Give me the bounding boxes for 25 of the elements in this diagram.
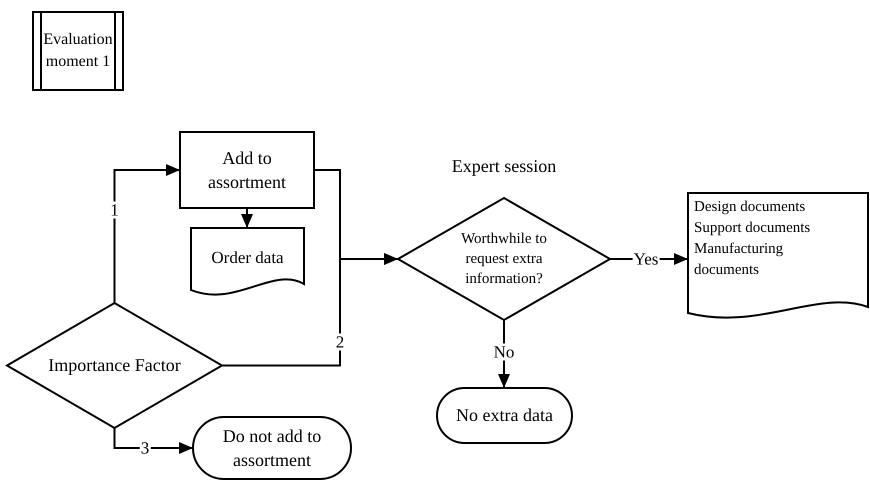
arrow	[114, 164, 180, 303]
decision-diamond	[7, 303, 222, 428]
edge-label: 3	[140, 440, 150, 456]
node-text: Support documents	[694, 219, 810, 238]
heading-text: Expert session	[450, 155, 558, 178]
arrow	[222, 253, 398, 366]
node-text: No extra data	[456, 404, 553, 428]
terminator-shape	[193, 417, 351, 479]
arrow	[241, 208, 253, 228]
terminator-shape	[437, 388, 572, 443]
predefined-process-box	[33, 12, 123, 90]
node-text: Design documents	[694, 198, 806, 217]
edge-label: Yes	[632, 250, 660, 268]
node-text: Importance Factor	[48, 354, 181, 378]
process-box	[180, 132, 314, 208]
edge-label: 1	[109, 202, 120, 218]
edge-label: 2	[334, 334, 346, 350]
edge-label: No	[492, 344, 516, 360]
arrow	[114, 428, 193, 454]
node-text: Evaluation moment 1	[43, 30, 113, 72]
node-text: Do not add to assortment	[222, 424, 322, 472]
node-text: Manufacturing documents	[694, 240, 784, 280]
node-text: Order data	[211, 246, 284, 269]
node-text: Worthwhile to request extra information?	[460, 230, 548, 290]
node-text: Add to assortment	[207, 146, 287, 194]
